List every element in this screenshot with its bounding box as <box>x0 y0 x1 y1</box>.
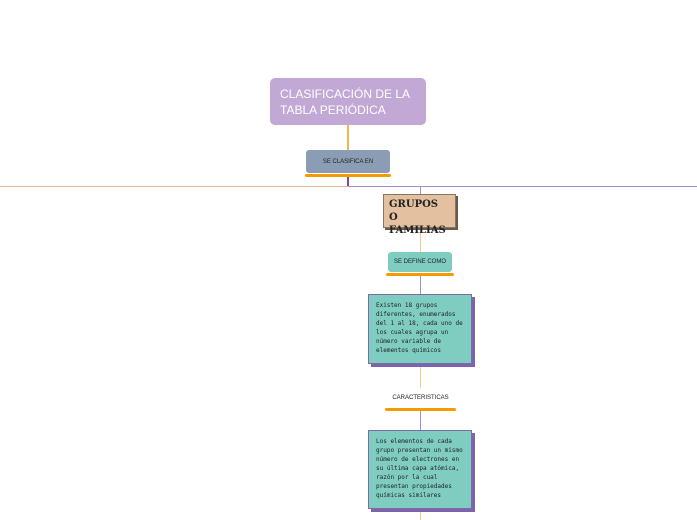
connector <box>420 276 421 294</box>
link-label-se-clasifica[interactable]: SE CLASIFICA EN <box>306 150 390 173</box>
central-topic[interactable]: CLASIFICACIÓN DE LA TABLA PERIÓDICA <box>270 78 426 125</box>
underline <box>385 408 456 411</box>
underline <box>386 273 454 276</box>
connector <box>420 411 421 430</box>
connector <box>420 365 421 388</box>
connector <box>420 228 421 252</box>
link-label-se-define[interactable]: SE DEFINE COMO <box>388 252 452 272</box>
connector <box>420 510 421 520</box>
link-label-caracteristicas[interactable]: CARACTERISTICAS <box>392 395 449 401</box>
definition-box[interactable]: Existen 18 grupos diferentes, enumerados… <box>368 294 472 364</box>
connector <box>420 187 421 194</box>
underline <box>305 174 391 177</box>
connector <box>348 186 697 187</box>
topic-grupos-familias[interactable]: GRUPOS O FAMILIAS <box>383 194 456 236</box>
connector <box>347 125 349 150</box>
connector <box>0 186 348 187</box>
connector <box>347 176 349 187</box>
characteristics-box[interactable]: Los elementos de cada grupo presentan un… <box>368 430 472 509</box>
